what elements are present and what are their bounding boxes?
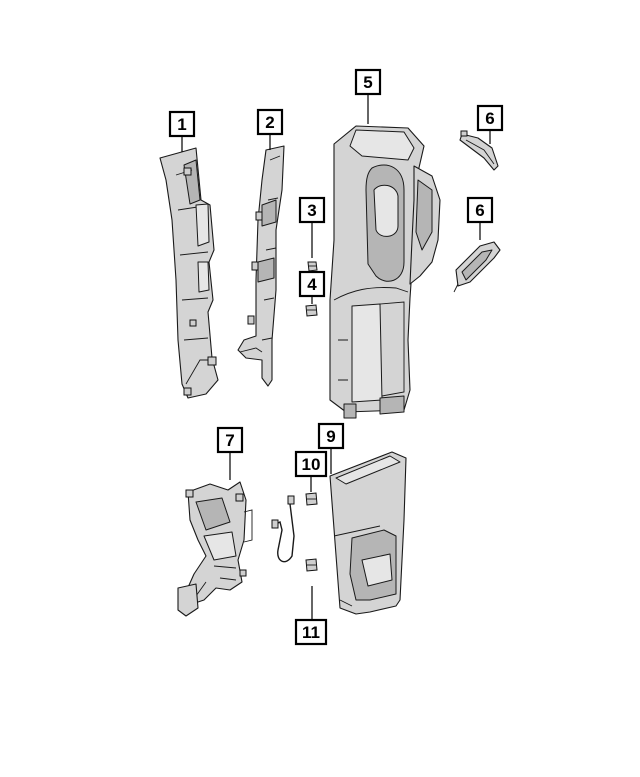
callout-label: 10 xyxy=(302,455,321,474)
callout-label: 4 xyxy=(307,275,317,294)
part-6-lower-handle xyxy=(453,241,501,293)
part-11-clip xyxy=(305,558,318,572)
callout-label: 6 xyxy=(485,109,494,128)
part-2-pillar-bracket xyxy=(237,145,285,387)
callout-4: 4 xyxy=(298,270,326,298)
callout-label: 3 xyxy=(307,201,316,220)
part-1-pillar-trim xyxy=(159,147,219,399)
part-7-lower-bracket xyxy=(177,481,253,617)
callout-2: 2 xyxy=(256,108,284,136)
part-5-upper-pillar-trim xyxy=(329,125,441,419)
callout-label: 7 xyxy=(225,431,234,450)
part-9-lower-pillar-trim xyxy=(329,451,407,615)
part-4-clip xyxy=(305,304,318,317)
callout-label: 5 xyxy=(363,73,372,92)
leader-lines xyxy=(181,94,491,620)
callout-5: 5 xyxy=(354,68,382,96)
callout-6-upper: 6 xyxy=(476,104,504,132)
callout-label: 9 xyxy=(326,427,335,446)
callout-3: 3 xyxy=(298,196,326,224)
callout-6-lower: 6 xyxy=(466,196,494,224)
callout-11: 11 xyxy=(294,618,328,646)
callout-7: 7 xyxy=(216,426,244,454)
part-3-clip xyxy=(307,261,318,272)
callout-label: 6 xyxy=(475,201,484,220)
callout-1: 1 xyxy=(168,110,196,138)
callout-9: 9 xyxy=(317,422,345,450)
part-10-clip xyxy=(305,492,318,506)
callout-10: 10 xyxy=(294,450,328,478)
callout-label: 2 xyxy=(265,113,274,132)
cable-harness xyxy=(271,495,295,563)
callout-label: 1 xyxy=(177,115,186,134)
callout-label: 11 xyxy=(302,623,320,642)
part-6-upper-handle xyxy=(459,130,499,171)
